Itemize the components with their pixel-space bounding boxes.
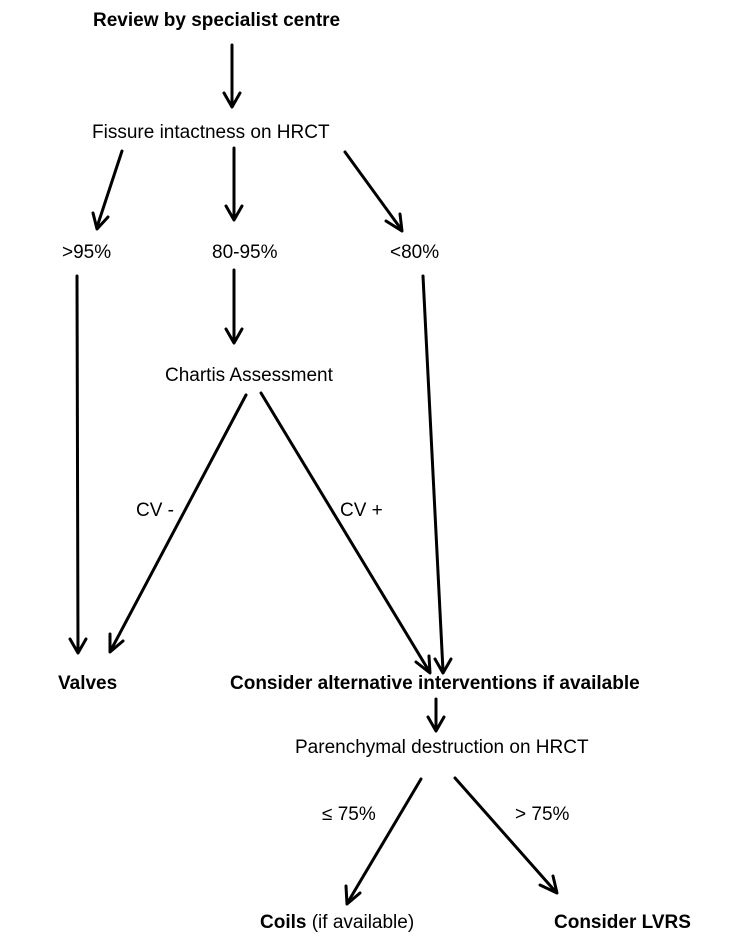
label-cv-negative: CV - xyxy=(136,500,174,521)
arrow-chartis-to-alternative xyxy=(259,391,432,675)
node-parenchymal-destruction: Parenchymal destruction on HRCT xyxy=(295,737,589,758)
arrow-mid-to-chartis xyxy=(224,268,244,345)
node-fissure-intactness: Fissure intactness on HRCT xyxy=(92,122,330,143)
node-consider-lvrs: Consider LVRS xyxy=(554,912,691,933)
label-le75: ≤ 75% xyxy=(322,804,376,825)
label-gt75: > 75% xyxy=(515,804,570,825)
arrow-fissure-to-lt80 xyxy=(343,150,404,233)
label-cv-positive: CV + xyxy=(340,500,383,521)
node-coils: Coils (if available) xyxy=(260,911,414,935)
arrow-gt95-to-valves xyxy=(68,274,88,655)
node-gt95: >95% xyxy=(62,242,112,263)
arrow-chartis-to-valves xyxy=(108,393,248,654)
coils-qualifier: (if available) xyxy=(306,912,415,933)
arrow-parenchymal-to-lvrs xyxy=(453,776,559,895)
arrow-parenchymal-to-coils xyxy=(344,777,423,906)
node-chartis-assessment: Chartis Assessment xyxy=(165,365,333,386)
node-lt80: <80% xyxy=(390,242,440,263)
node-alternative-interventions: Consider alternative interventions if av… xyxy=(230,673,640,694)
arrow-alternative-to-parenchymal xyxy=(426,697,446,733)
node-80-95: 80-95% xyxy=(212,242,278,263)
coils-label: Coils xyxy=(260,912,307,933)
arrow-lt80-to-alternative xyxy=(421,274,453,675)
arrow-review-to-fissure xyxy=(222,43,242,109)
node-review: Review by specialist centre xyxy=(93,10,341,31)
arrow-fissure-to-mid xyxy=(224,146,244,222)
arrow-fissure-to-gt95 xyxy=(91,149,124,231)
node-valves: Valves xyxy=(58,673,118,694)
